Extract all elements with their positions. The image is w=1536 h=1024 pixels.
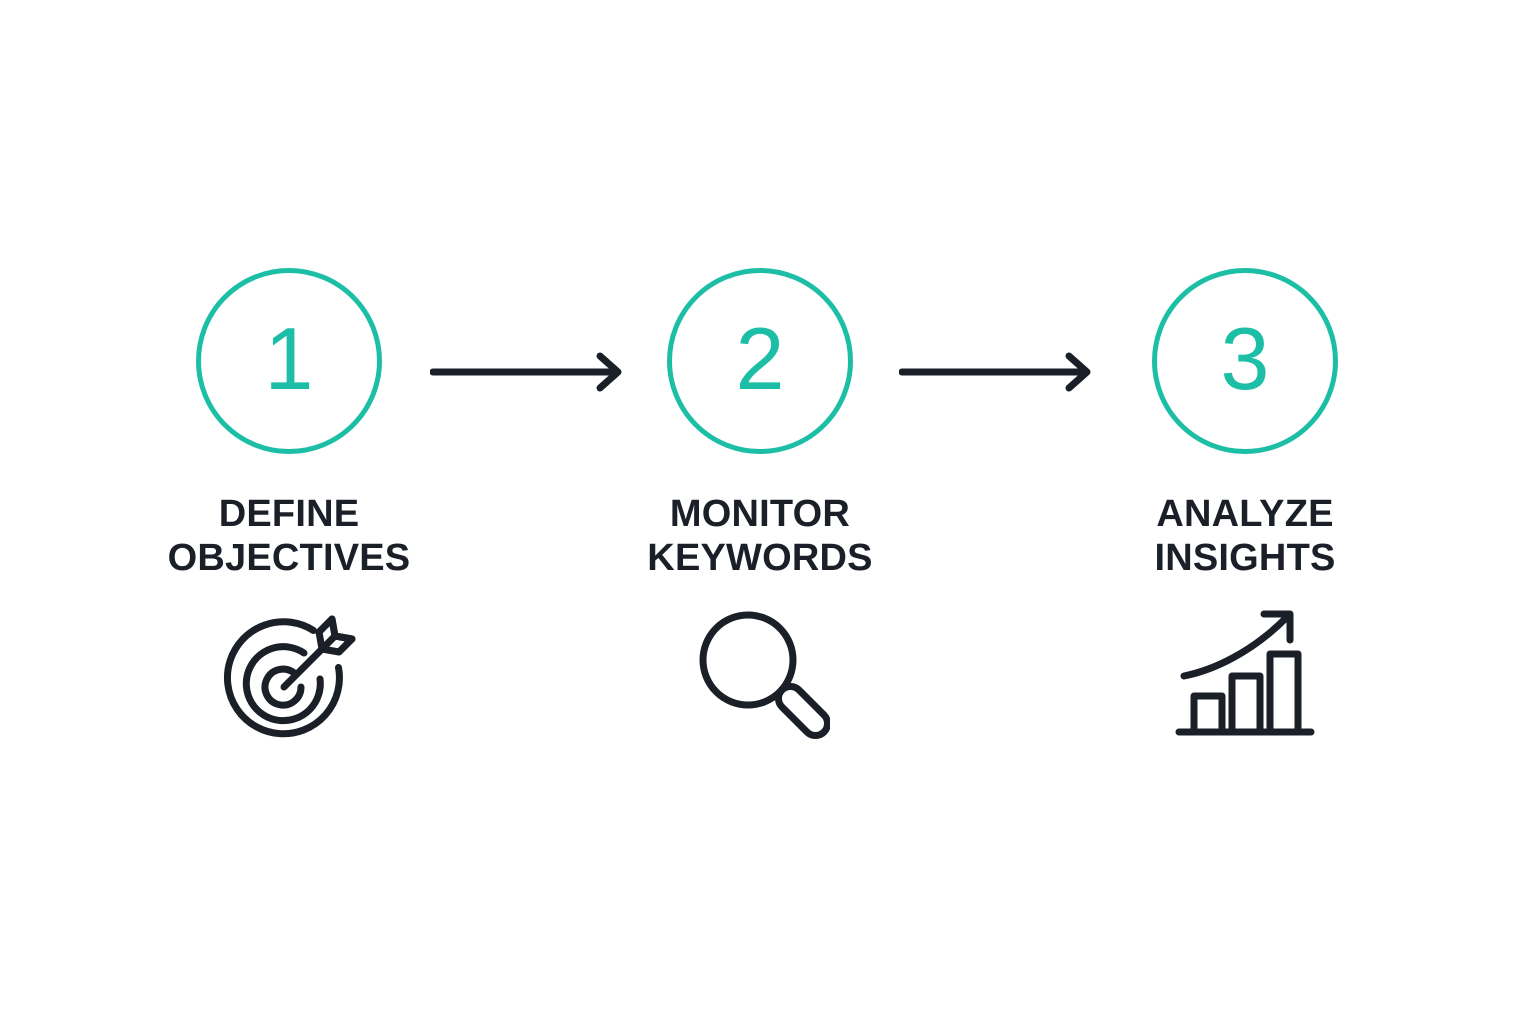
connector-arrow-2 <box>899 352 1097 392</box>
step-number-circle-2: 2 <box>667 268 853 454</box>
step-number-circle-1: 1 <box>196 268 382 454</box>
step-label-3: ANALYZE INSIGHTS <box>1154 493 1336 580</box>
process-step-1: 1 DEFINE OBJECTIVES <box>124 268 454 745</box>
magnifier-icon <box>685 603 835 745</box>
growth-chart-icon <box>1170 603 1320 745</box>
connector-arrow-1 <box>430 352 628 392</box>
step-label-2: MONITOR KEYWORDS <box>647 493 873 580</box>
process-step-3: 3 ANALYZE INSIGHTS <box>1080 268 1410 745</box>
step-number-2: 2 <box>735 309 785 408</box>
step-number-3: 3 <box>1220 309 1270 408</box>
step-label-1: DEFINE OBJECTIVES <box>167 493 411 580</box>
target-icon <box>214 603 364 745</box>
step-number-1: 1 <box>264 309 314 408</box>
step-number-circle-3: 3 <box>1152 268 1338 454</box>
process-step-2: 2 MONITOR KEYWORDS <box>595 268 925 745</box>
